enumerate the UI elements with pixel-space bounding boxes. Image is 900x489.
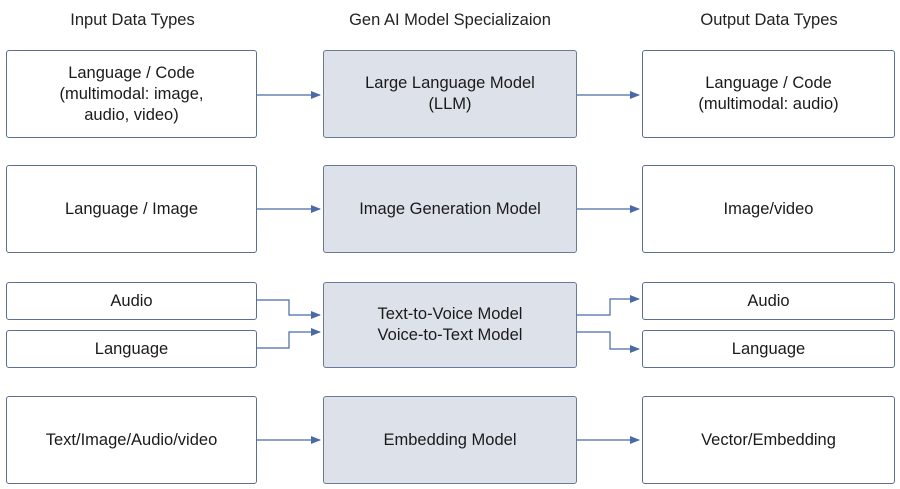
output-label: Language / Code (multimodal: audio) (698, 74, 839, 113)
model-column-header: Gen AI Model Specializaion (349, 11, 551, 29)
input-label: Audio (110, 291, 153, 310)
output-box-language-code: Language / Code (multimodal: audio) (642, 50, 895, 138)
output-column-header: Output Data Types (700, 11, 838, 29)
arrow-voice-model-to-audio (577, 295, 640, 316)
input-box-multimodal: Text/Image/Audio/video (6, 396, 257, 484)
model-label: Image Generation Model (359, 199, 541, 218)
output-label: Language (731, 339, 806, 358)
input-label: Text/Image/Audio/video (45, 430, 218, 449)
output-box-language: Language (642, 330, 895, 368)
input-column-header: Input Data Types (70, 11, 195, 29)
output-box-image-video: Image/video (642, 165, 895, 253)
model-label: Text-to-Voice Model Voice-to-Text Model (377, 305, 523, 344)
output-box-vector: Vector/Embedding (642, 396, 895, 484)
input-label: Language (94, 339, 169, 358)
input-box-language-image: Language / Image (6, 165, 257, 253)
output-label: Image/video (723, 199, 814, 218)
model-box-image-generation: Image Generation Model (323, 165, 577, 253)
input-label: Language / Code (multimodal: image, audi… (59, 63, 204, 124)
arrow-language-to-voice-model (257, 328, 321, 349)
model-box-embedding: Embedding Model (323, 396, 577, 484)
model-label: Large Language Model (LLM) (365, 74, 535, 113)
output-label: Audio (747, 291, 790, 310)
model-box-voice: Text-to-Voice Model Voice-to-Text Model (323, 282, 577, 368)
input-box-language-code: Language / Code (multimodal: image, audi… (6, 50, 257, 138)
input-box-language: Language (6, 330, 257, 368)
output-label: Vector/Embedding (701, 430, 836, 449)
arrow-voice-model-to-language (577, 331, 640, 353)
model-label: Embedding Model (383, 430, 517, 449)
arrow-audio-to-voice-model (257, 299, 321, 319)
input-box-audio: Audio (6, 282, 257, 320)
output-box-audio: Audio (642, 282, 895, 320)
model-box-llm: Large Language Model (LLM) (323, 50, 577, 138)
input-label: Language / Image (64, 199, 199, 218)
